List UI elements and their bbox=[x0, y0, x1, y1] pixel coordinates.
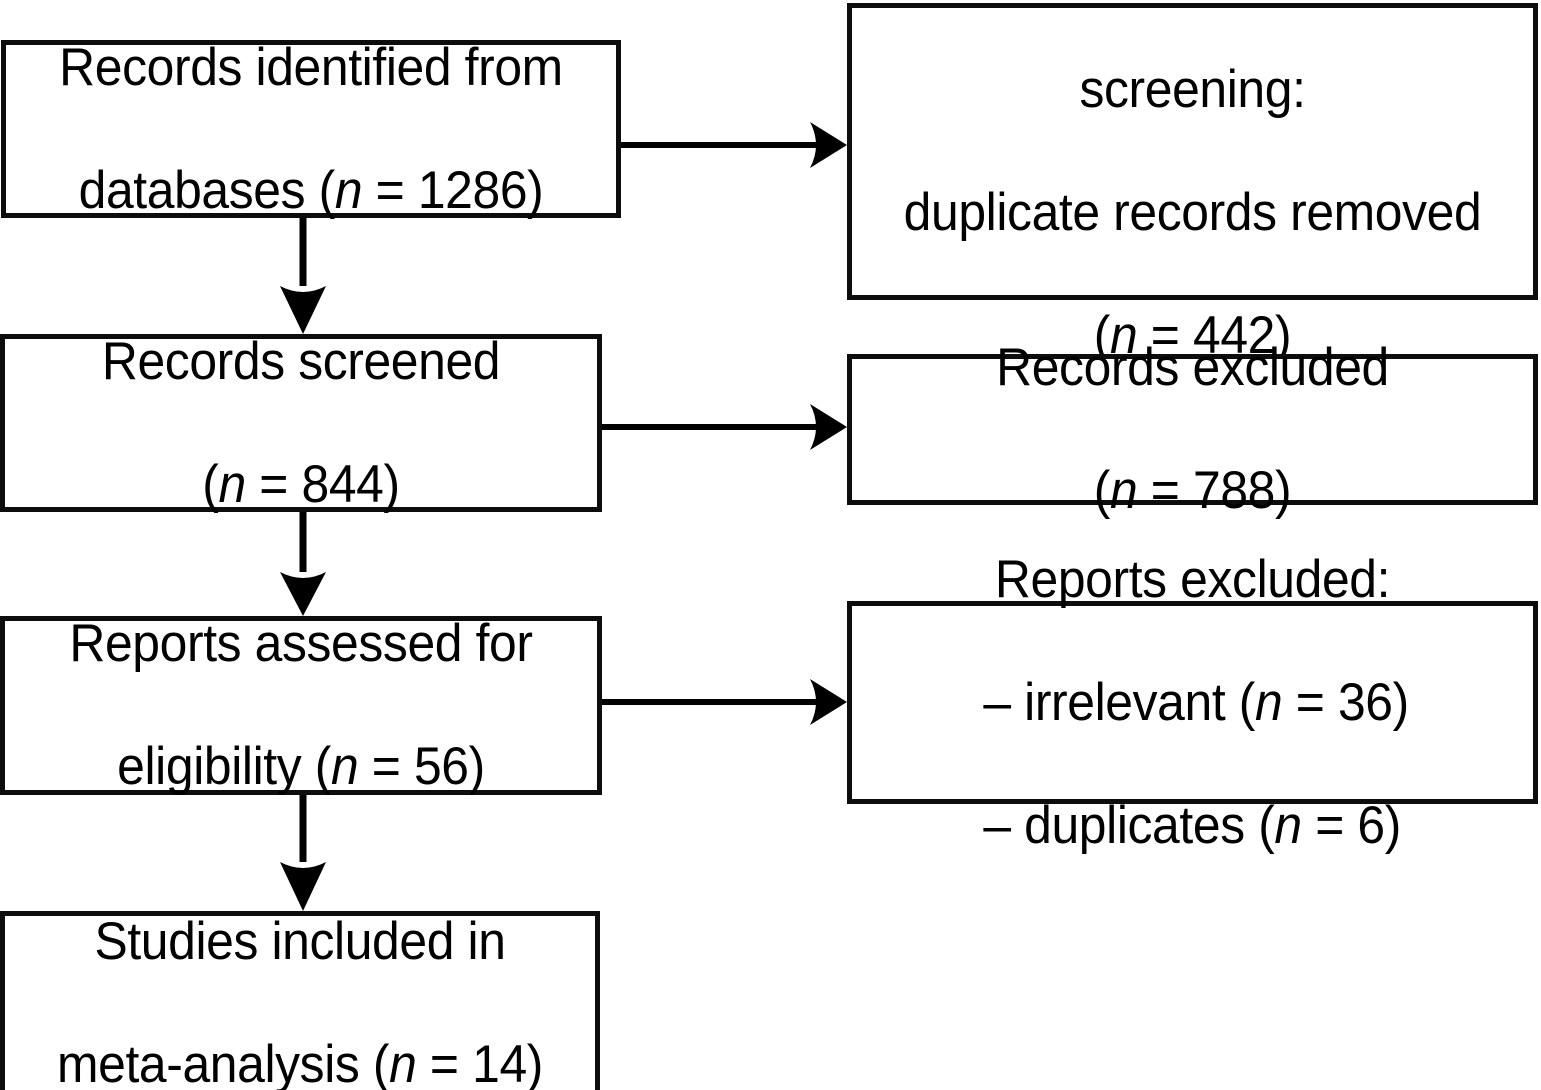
box-studies-included: Studies included in meta-analysis (n = 1… bbox=[0, 911, 600, 1090]
box-reports-assessed-label: Reports assessed for eligibility (n = 56… bbox=[69, 614, 533, 797]
box-records-identified-label: Records identified from databases (n = 1… bbox=[59, 37, 563, 220]
arrow-screened-to-records-excluded bbox=[599, 404, 847, 450]
count-irrelevant: 36 bbox=[1337, 672, 1393, 732]
arrow-assessed-to-reports-excluded bbox=[599, 679, 847, 725]
count-identified: 1286 bbox=[417, 160, 528, 220]
arrow-identified-to-removed bbox=[621, 122, 847, 168]
box-studies-included-label: Studies included in meta-analysis (n = 1… bbox=[23, 850, 578, 1090]
count-assessed: 56 bbox=[413, 737, 469, 797]
box-records-screened: Records screened (n = 844) bbox=[0, 332, 602, 514]
reports-excluded-item-irrelevant: – irrelevant (n = 36) bbox=[983, 672, 1409, 732]
box-records-excluded-label: Records excluded (n = 788) bbox=[996, 338, 1389, 521]
box-records-identified: Records identified from databases (n = 1… bbox=[1, 38, 621, 220]
reports-excluded-item-duplicates: – duplicates (n = 6) bbox=[983, 795, 1401, 855]
box-reports-excluded-label: Reports excluded: – irrelevant (n = 36) … bbox=[872, 487, 1512, 917]
box-reports-assessed: Reports assessed for eligibility (n = 56… bbox=[0, 614, 602, 796]
reports-excluded-heading: Reports excluded: bbox=[994, 549, 1391, 609]
count-duplicates: 6 bbox=[1357, 795, 1385, 855]
box-records-excluded: Records excluded (n = 788) bbox=[847, 338, 1538, 520]
box-reports-excluded: Reports excluded: – irrelevant (n = 36) … bbox=[847, 550, 1538, 855]
count-records-excluded: 788 bbox=[1192, 461, 1275, 521]
box-records-removed: Records removed before screening: duplic… bbox=[847, 3, 1538, 365]
count-included: 14 bbox=[472, 1035, 527, 1090]
count-screened: 844 bbox=[301, 454, 384, 514]
box-records-removed-label: Records removed before screening: duplic… bbox=[903, 60, 1482, 366]
box-records-screened-label: Records screened (n = 844) bbox=[101, 331, 501, 514]
